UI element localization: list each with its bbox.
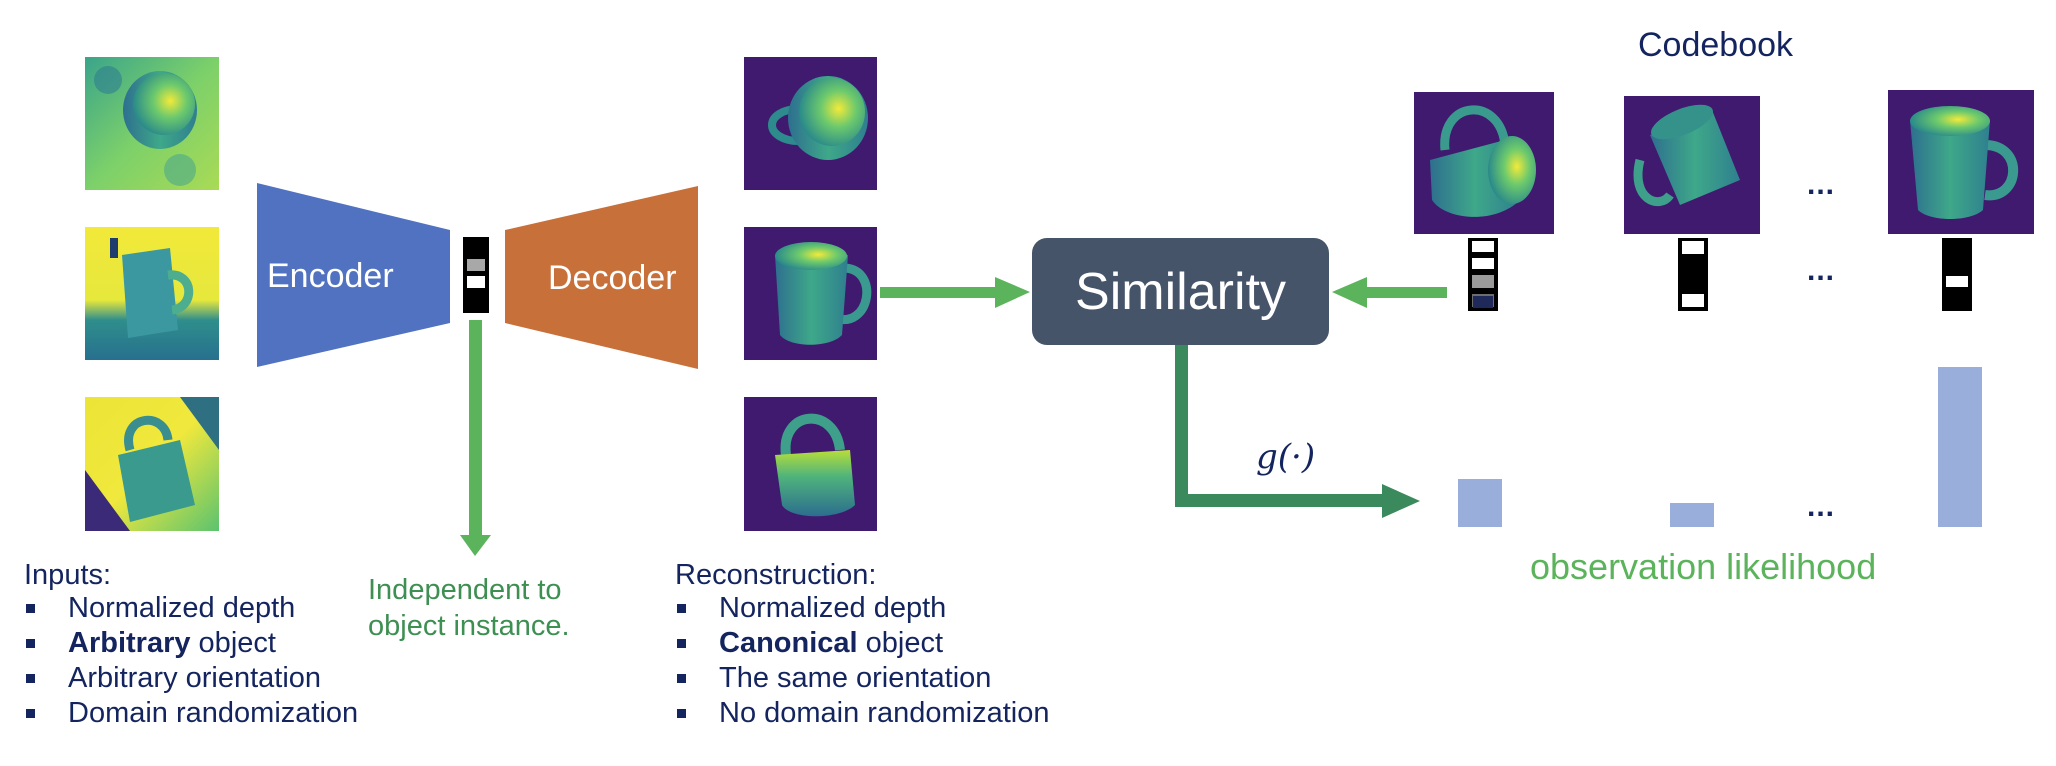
decoder-label: Decoder	[548, 259, 677, 297]
encoder-trapezoid	[257, 183, 450, 367]
latent-down-arrow	[460, 320, 491, 556]
codebook-code-2	[1678, 238, 1708, 311]
codebook-image-2	[1624, 96, 1760, 234]
list-item: Normalized depth	[675, 591, 1049, 626]
input-image-2	[85, 227, 219, 360]
codebook-to-similarity-arrow	[1332, 277, 1447, 308]
codebook-image-3	[1888, 90, 2034, 234]
observation-likelihood-label: observation likelihood	[1530, 546, 1877, 587]
list-item: Canonical object	[675, 626, 1049, 661]
inputs-heading: Inputs:	[24, 559, 112, 591]
likelihood-bar	[1670, 503, 1714, 527]
likelihood-ellipsis: ...	[1807, 490, 1836, 523]
likelihood-bar	[1938, 367, 1982, 527]
list-item: Arbitrary object	[24, 626, 358, 661]
independent-note: Independent to object instance.	[368, 572, 570, 644]
inputs-list: Normalized depth Arbitrary object Arbitr…	[24, 591, 358, 731]
codebook-code-1	[1468, 238, 1498, 311]
list-item: No domain randomization	[675, 696, 1049, 731]
reconstruction-heading: Reconstruction:	[675, 559, 877, 591]
codebook-ellipsis-codes: ...	[1807, 254, 1836, 287]
list-item: The same orientation	[675, 661, 1049, 696]
likelihood-function-arrow	[1175, 345, 1420, 518]
codebook-code-3	[1942, 238, 1972, 311]
independent-note-line-1: Independent to	[368, 574, 562, 606]
recon-to-similarity-arrow	[880, 277, 1030, 308]
codebook-ellipsis-images: ...	[1807, 168, 1836, 201]
input-image-3	[85, 397, 219, 531]
function-label: g(·)	[1256, 437, 1316, 477]
list-item: Normalized depth	[24, 591, 358, 626]
codebook-image-1	[1414, 92, 1554, 234]
codebook-title: Codebook	[1638, 26, 1794, 64]
reconstruction-list: Normalized depth Canonical object The sa…	[675, 591, 1049, 731]
decoder-trapezoid	[505, 186, 698, 369]
reconstruction-image-1	[744, 57, 877, 190]
encoder-label: Encoder	[267, 257, 394, 295]
input-image-1	[85, 57, 219, 190]
latent-code	[463, 237, 489, 313]
list-item: Arbitrary orientation	[24, 661, 358, 696]
reconstruction-image-3	[744, 397, 877, 531]
likelihood-bars	[1458, 367, 1982, 527]
similarity-box	[1032, 238, 1329, 345]
similarity-label: Similarity	[1075, 263, 1286, 321]
reconstruction-image-2	[744, 227, 877, 360]
list-item: Domain randomization	[24, 696, 358, 731]
independent-note-line-2: object instance.	[368, 610, 570, 642]
likelihood-bar	[1458, 479, 1502, 527]
